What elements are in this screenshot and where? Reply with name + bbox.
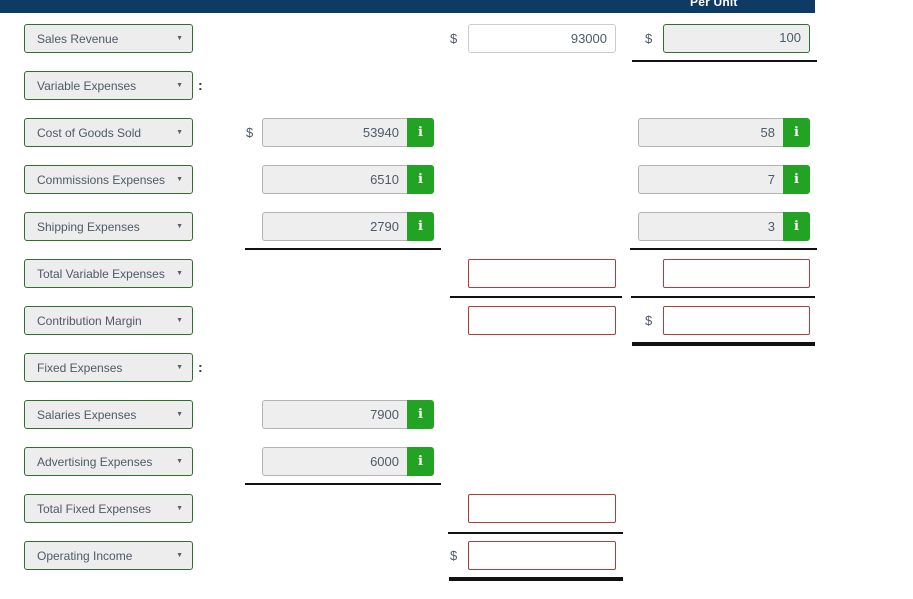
- dropdown-label: Operating Income: [37, 548, 133, 563]
- operating-income-total-input[interactable]: [468, 541, 616, 570]
- chevron-down-icon: ▼: [176, 176, 183, 183]
- section-colon: :: [198, 77, 203, 93]
- dropdown-label: Cost of Goods Sold: [37, 125, 142, 140]
- subtotal-rule: [245, 483, 441, 485]
- total-variable-expenses-total-input[interactable]: [468, 259, 616, 288]
- commissions-per-unit-info-button[interactable]: i: [783, 165, 810, 194]
- info-icon: i: [418, 407, 423, 422]
- total-fixed-expenses-total-input[interactable]: [468, 494, 616, 523]
- dropdown-commissions-expenses[interactable]: Commissions Expenses ▼: [24, 165, 193, 194]
- info-icon: i: [418, 454, 423, 469]
- chevron-down-icon: ▼: [176, 552, 183, 559]
- chevron-down-icon: ▼: [176, 411, 183, 418]
- chevron-down-icon: ▼: [176, 270, 183, 277]
- shipping-per-unit-info-button[interactable]: i: [783, 212, 810, 241]
- total-rule-thick: [632, 342, 815, 346]
- dropdown-total-fixed-expenses[interactable]: Total Fixed Expenses ▼: [24, 494, 193, 523]
- cogs-per-unit-field: 58: [638, 118, 783, 147]
- dropdown-operating-income[interactable]: Operating Income ▼: [24, 541, 193, 570]
- dropdown-total-variable-expenses[interactable]: Total Variable Expenses ▼: [24, 259, 193, 288]
- sales-revenue-total-input[interactable]: [468, 24, 616, 53]
- shipping-per-unit-field: 3: [638, 212, 783, 241]
- currency-sign: $: [450, 548, 458, 563]
- chevron-down-icon: ▼: [176, 458, 183, 465]
- dropdown-label: Variable Expenses: [37, 78, 137, 93]
- dropdown-label: Contribution Margin: [37, 313, 142, 328]
- dropdown-label: Total Fixed Expenses: [37, 501, 152, 516]
- subtotal-rule: [631, 296, 815, 298]
- section-colon: :: [198, 359, 203, 375]
- info-icon: i: [418, 172, 423, 187]
- subtotal-rule: [448, 532, 623, 534]
- chevron-down-icon: ▼: [176, 223, 183, 230]
- salaries-total-field: 7900: [262, 400, 407, 429]
- subtotal-rule: [245, 248, 441, 250]
- chevron-down-icon: ▼: [176, 505, 183, 512]
- dropdown-salaries-expenses[interactable]: Salaries Expenses ▼: [24, 400, 193, 429]
- dropdown-contribution-margin[interactable]: Contribution Margin ▼: [24, 306, 193, 335]
- chevron-down-icon: ▼: [176, 364, 183, 371]
- subtotal-rule: [632, 60, 817, 62]
- currency-sign: $: [645, 313, 653, 328]
- cogs-total-field: 53940: [262, 118, 407, 147]
- currency-sign: $: [450, 31, 458, 46]
- salaries-total-info-button[interactable]: i: [407, 400, 434, 429]
- dropdown-label: Commissions Expenses: [37, 172, 166, 187]
- cogs-total-info-button[interactable]: i: [407, 118, 434, 147]
- dropdown-label: Fixed Expenses: [37, 360, 123, 375]
- cogs-per-unit-info-button[interactable]: i: [783, 118, 810, 147]
- per-unit-column-header: Per Unit: [690, 0, 738, 9]
- subtotal-rule: [450, 296, 622, 298]
- total-rule-thick: [449, 577, 623, 581]
- info-icon: i: [418, 219, 423, 234]
- dropdown-fixed-expenses[interactable]: Fixed Expenses ▼: [24, 353, 193, 382]
- dropdown-sales-revenue[interactable]: Sales Revenue ▼: [24, 24, 193, 53]
- chevron-down-icon: ▼: [176, 317, 183, 324]
- commissions-total-info-button[interactable]: i: [407, 165, 434, 194]
- advertising-total-field: 6000: [262, 447, 407, 476]
- chevron-down-icon: ▼: [176, 82, 183, 89]
- sales-revenue-per-unit-field: 100: [663, 24, 810, 53]
- commissions-total-field: 6510: [262, 165, 407, 194]
- chevron-down-icon: ▼: [176, 129, 183, 136]
- currency-sign: $: [246, 125, 254, 140]
- subtotal-rule: [630, 248, 817, 250]
- dropdown-label: Sales Revenue: [37, 31, 119, 46]
- info-icon: i: [794, 125, 799, 140]
- dropdown-variable-expenses[interactable]: Variable Expenses ▼: [24, 71, 193, 100]
- dropdown-shipping-expenses[interactable]: Shipping Expenses ▼: [24, 212, 193, 241]
- info-icon: i: [418, 125, 423, 140]
- dropdown-label: Salaries Expenses: [37, 407, 137, 422]
- total-variable-expenses-per-unit-input[interactable]: [663, 259, 810, 288]
- info-icon: i: [794, 219, 799, 234]
- shipping-total-field: 2790: [262, 212, 407, 241]
- dropdown-advertising-expenses[interactable]: Advertising Expenses ▼: [24, 447, 193, 476]
- commissions-per-unit-field: 7: [638, 165, 783, 194]
- dropdown-cost-of-goods-sold[interactable]: Cost of Goods Sold ▼: [24, 118, 193, 147]
- info-icon: i: [794, 172, 799, 187]
- shipping-total-info-button[interactable]: i: [407, 212, 434, 241]
- chevron-down-icon: ▼: [176, 35, 183, 42]
- dropdown-label: Advertising Expenses: [37, 454, 153, 469]
- contribution-margin-total-input[interactable]: [468, 306, 616, 335]
- dropdown-label: Shipping Expenses: [37, 219, 140, 234]
- table-header-bar: Per Unit: [0, 0, 815, 13]
- dropdown-label: Total Variable Expenses: [37, 266, 165, 281]
- contribution-margin-per-unit-input[interactable]: [663, 306, 810, 335]
- advertising-total-info-button[interactable]: i: [407, 447, 434, 476]
- currency-sign: $: [645, 31, 653, 46]
